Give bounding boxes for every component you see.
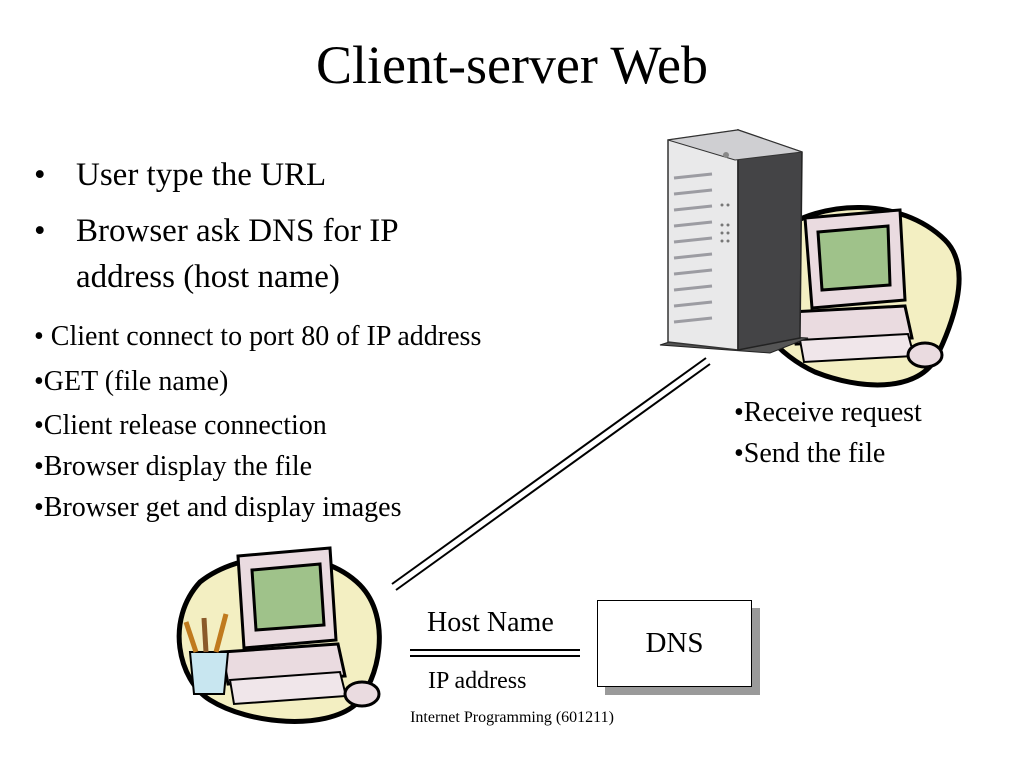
client-step: • Client connect to port 80 of IP addres…: [34, 321, 482, 352]
bullet-marker: •: [34, 213, 46, 249]
dns-label: DNS: [645, 627, 704, 659]
client-step: •Browser get and display images: [34, 492, 402, 523]
footer: Internet Programming (601211): [410, 709, 614, 726]
bullet-item: • Browser ask DNS for IP address (host n…: [34, 208, 514, 300]
bullet-text-line-2: address (host name): [76, 259, 340, 295]
client-server-connection-line: [391, 357, 711, 591]
main-bullet-list: • User type the URL • Browser ask DNS fo…: [34, 152, 514, 310]
bullet-item: • User type the URL: [34, 152, 514, 198]
client-step: •GET (file name): [34, 366, 229, 397]
ip-address-label: IP address: [428, 668, 527, 694]
server-tower-icon: [659, 128, 809, 354]
client-desktop-computer-icon: [176, 546, 382, 724]
server-step: •Send the file: [734, 438, 886, 469]
dns-connection-line: [410, 649, 580, 657]
bullet-text-line-1: Browser ask DNS for IP: [76, 213, 399, 249]
slide-title: Client-server Web: [315, 35, 709, 95]
dns-box: DNS: [597, 600, 752, 687]
client-step: •Browser display the file: [34, 451, 313, 482]
server-step: •Receive request: [734, 397, 922, 428]
client-step: •Client release connection: [34, 410, 327, 441]
bullet-marker: •: [34, 157, 46, 193]
server-desktop-computer-icon: [750, 205, 962, 388]
host-name-label: Host Name: [427, 607, 554, 638]
bullet-text: User type the URL: [76, 157, 327, 193]
